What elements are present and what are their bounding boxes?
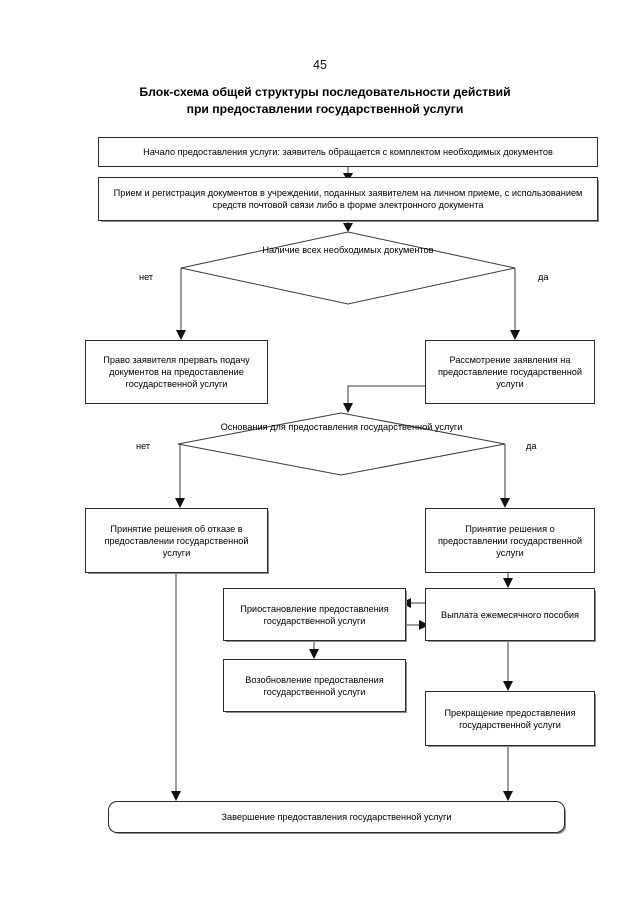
diamond-shape-documents	[180, 231, 516, 305]
node-grant-decision[interactable]: Принятие решения о предоставлении госуда…	[425, 508, 595, 573]
diagram-title-line-2: при предоставлении государственной услуг…	[186, 102, 464, 116]
node-start-label: Начало предоставления услуги: заявитель …	[143, 147, 553, 157]
node-refusal-decision[interactable]: Принятие решения об отказе в предоставле…	[85, 508, 268, 573]
branch-label-documents-no: нет	[139, 272, 154, 282]
diagram-title-line-1: Блок-схема общей структуры последователь…	[139, 85, 511, 99]
node-decision-documents[interactable]: Наличие всех необходимых документов	[180, 231, 516, 305]
node-termination[interactable]: Прекращение предоставления государственн…	[425, 691, 595, 746]
node-resumption[interactable]: Возобновление предоставления государстве…	[223, 659, 406, 712]
node-start[interactable]: Начало предоставления услуги: заявитель …	[98, 137, 598, 167]
node-suspension[interactable]: Приостановление предоставления государст…	[223, 588, 406, 641]
node-review-application[interactable]: Рассмотрение заявления на предоставление…	[425, 340, 595, 404]
diamond-shape-grounds	[177, 412, 506, 476]
page-number: 45	[313, 58, 327, 72]
node-review-application-label: Рассмотрение заявления на предоставление…	[437, 355, 583, 389]
node-finish-label: Завершение предоставления государственно…	[221, 812, 452, 822]
node-resumption-label: Возобновление предоставления государстве…	[245, 674, 384, 697]
node-right-to-interrupt-label: Право заявителя прервать подачу документ…	[103, 355, 250, 389]
node-grant-decision-label: Принятие решения о предоставлении госуда…	[437, 523, 583, 558]
branch-label-documents-yes: да	[538, 272, 549, 282]
node-refusal-decision-label: Принятие решения об отказе в предоставле…	[104, 523, 249, 558]
node-right-to-interrupt[interactable]: Право заявителя прервать подачу документ…	[85, 340, 268, 404]
node-monthly-payment[interactable]: Выплата ежемесячного пособия	[425, 588, 595, 641]
branch-label-grounds-no: нет	[136, 441, 151, 451]
branch-label-grounds-yes: да	[526, 441, 537, 451]
node-monthly-payment-label: Выплата ежемесячного пособия	[440, 609, 580, 620]
node-registration-label: Прием и регистрация документов в учрежде…	[113, 188, 583, 210]
node-suspension-label: Приостановление предоставления государст…	[240, 603, 389, 626]
node-termination-label: Прекращение предоставления государственн…	[444, 707, 576, 730]
node-registration[interactable]: Прием и регистрация документов в учрежде…	[98, 177, 598, 221]
diagram-title: Блок-схема общей структуры последователь…	[90, 84, 560, 118]
node-decision-grounds[interactable]: Основания для предоставления государстве…	[177, 412, 506, 476]
node-finish[interactable]: Завершение предоставления государственно…	[108, 801, 565, 833]
